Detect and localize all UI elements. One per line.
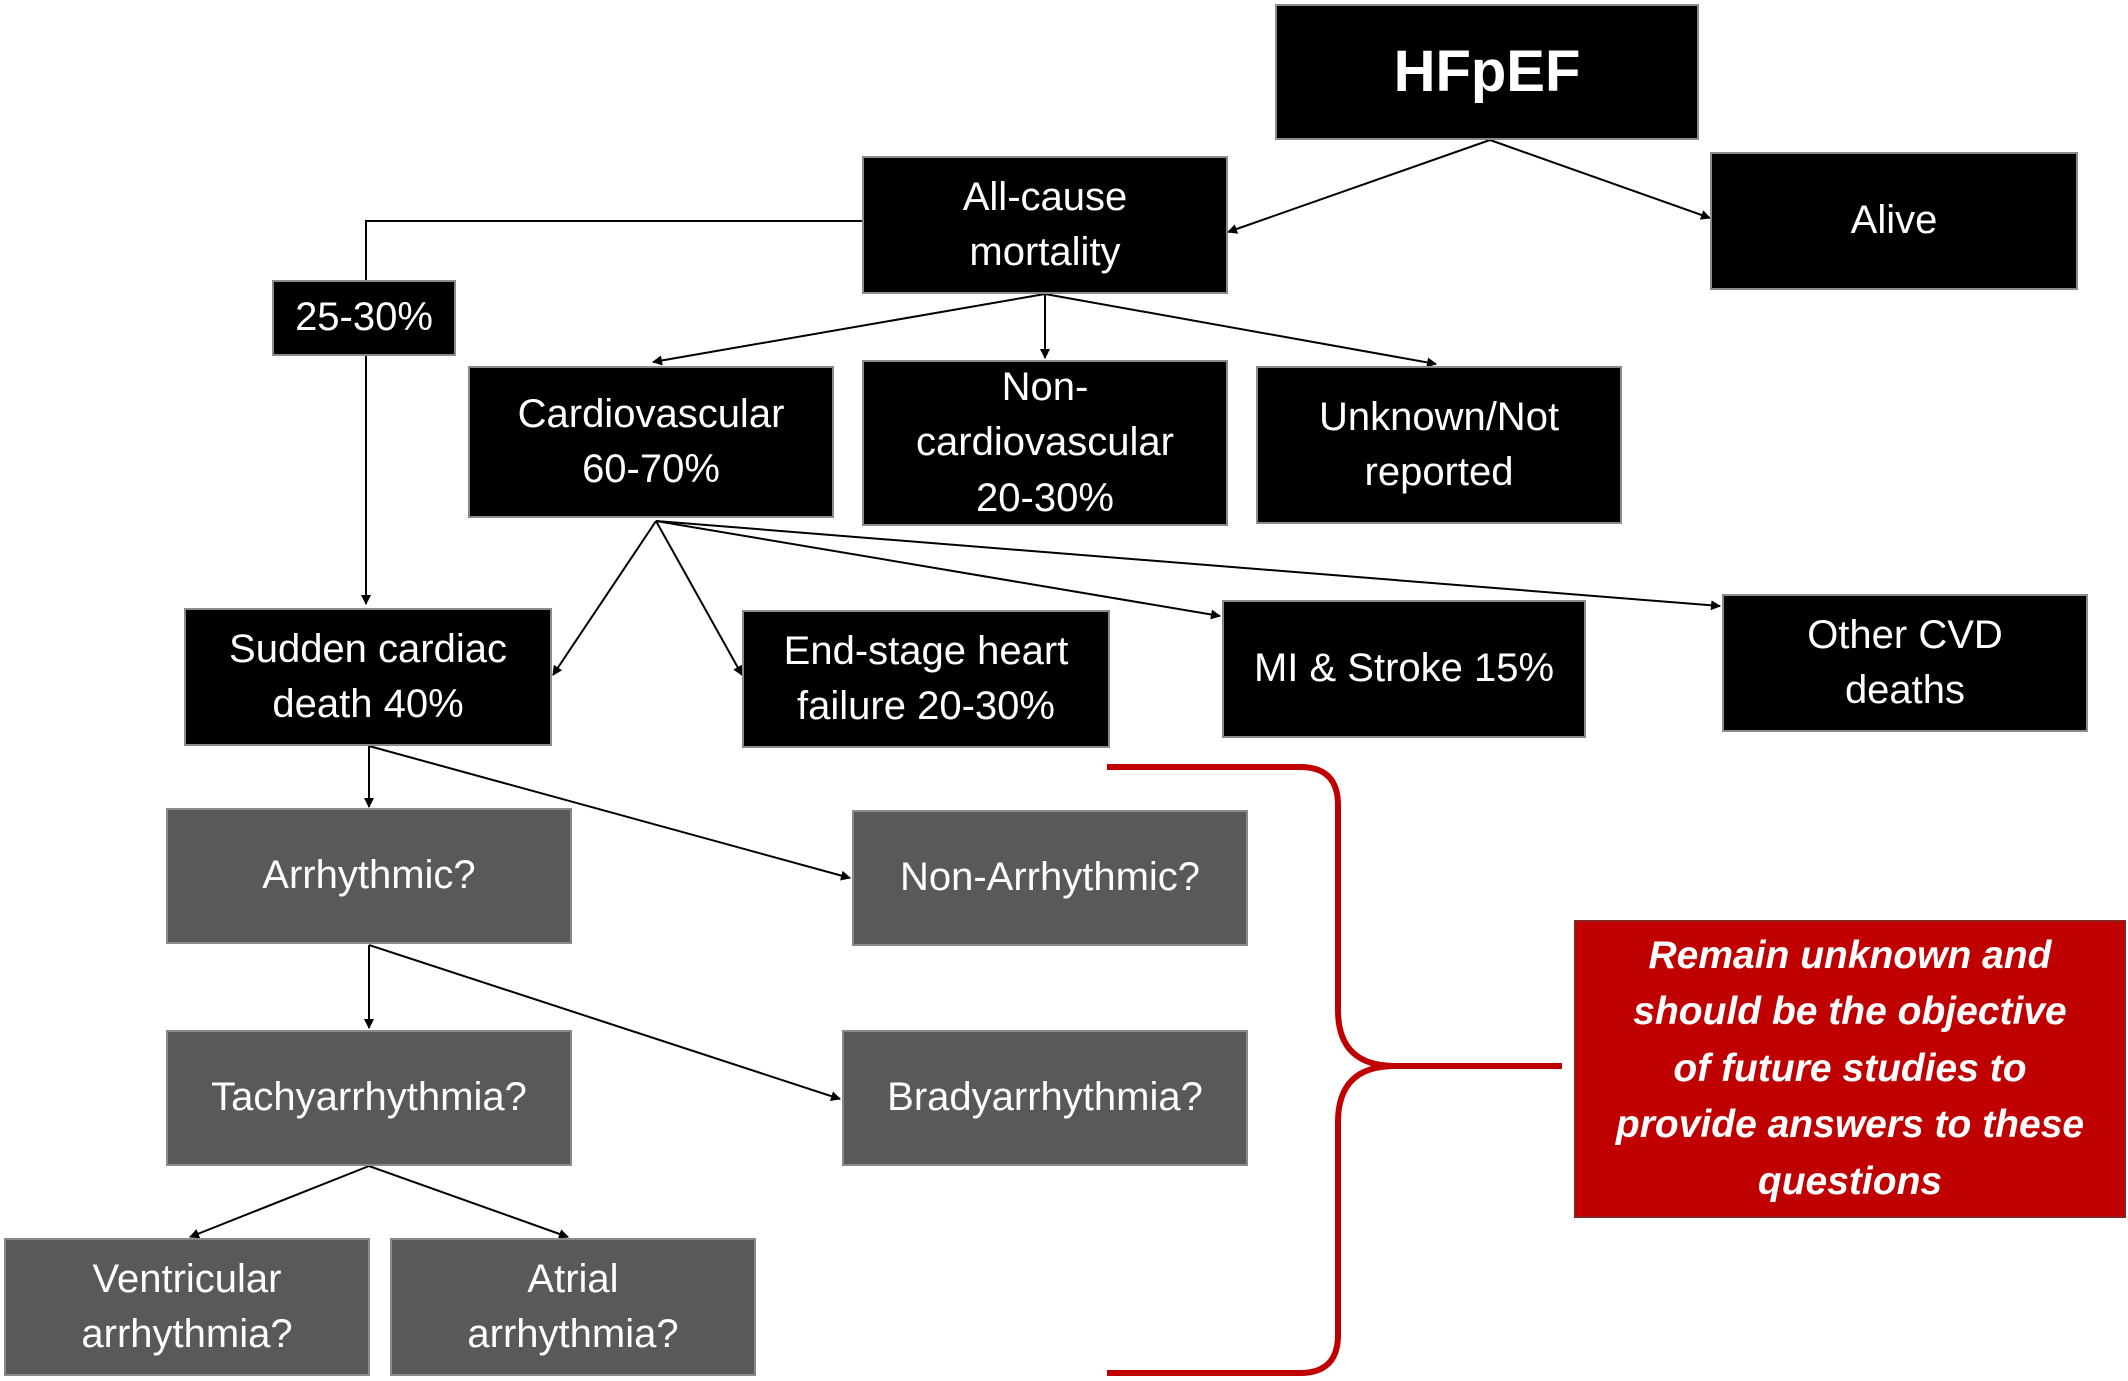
arrow-all-cause-to-cardiovascular [652,293,1046,366]
arrow-tachy-to-ventricular [189,1165,370,1239]
all-cause-mortality-label: All-cause mortality [962,174,1128,274]
pct-25-30-label-box: 25-30% [272,280,456,356]
non-arrhythmic-label: Non-Arrhythmic? [899,855,1201,900]
arrow-sudden-cardiac-to-non-arrhythmic [368,745,851,881]
sudden-cardiac-death-node: Sudden cardiac death 40% [184,608,552,746]
ventricular-arrhythmia-label: Ventricular arrhythmia? [81,1256,293,1356]
arrhythmic-node: Arrhythmic? [166,808,572,944]
arrow-all-cause-to-unknown [1044,293,1437,368]
alive-node: Alive [1710,152,2078,290]
arrow-tachy-to-atrial [368,1165,569,1239]
arrow-cardiovascular-to-sudden-cardiac [552,520,657,676]
arrow-arrhythmic-to-brady [368,944,841,1101]
non-cardiovascular-node: Non- cardiovascular 20-30% [862,360,1228,526]
pct-25-30-label: 25-30% [295,295,433,340]
arrow-hfpef-to-all-cause [1227,139,1491,234]
unknown-not-reported-node: Unknown/Not reported [1256,366,1622,524]
alive-label: Alive [1850,198,1938,243]
arrow-all-cause-to-sudden-cardiac [361,220,862,605]
end-stage-heart-failure-label: End-stage heart failure 20-30% [783,628,1069,728]
arrow-cardiovascular-to-other-cvd [655,520,1721,611]
arrhythmic-label: Arrhythmic? [262,853,476,898]
non-cardiovascular-label: Non- cardiovascular 20-30% [916,365,1174,520]
cardiovascular-node: Cardiovascular 60-70% [468,366,834,518]
end-stage-heart-failure-node: End-stage heart failure 20-30% [742,610,1110,748]
atrial-arrhythmia-node: Atrial arrhythmia? [390,1238,756,1376]
arrow-hfpef-to-alive [1489,139,1711,220]
bradyarrhythmia-node: Bradyarrhythmia? [842,1030,1248,1166]
atrial-arrhythmia-label: Atrial arrhythmia? [467,1256,679,1356]
bradyarrhythmia-label: Bradyarrhythmia? [887,1075,1203,1120]
unknown-not-reported-label: Unknown/Not reported [1318,394,1560,494]
tachyarrhythmia-label: Tachyarrhythmia? [211,1075,527,1120]
hfpef-label: HFpEF [1393,38,1581,104]
sudden-cardiac-death-label: Sudden cardiac death 40% [229,626,507,726]
unknown-note-text: Remain unknown and should be the objecti… [1615,933,2085,1203]
arrow-cardiovascular-to-end-stage [655,520,743,676]
ventricular-arrhythmia-node: Ventricular arrhythmia? [4,1238,370,1376]
arrow-cardiovascular-to-mi-stroke [655,520,1221,620]
mi-stroke-label: MI & Stroke 15% [1253,646,1555,691]
curly-brace [1107,764,1562,1376]
all-cause-mortality-node: All-cause mortality [862,156,1228,294]
non-arrhythmic-node: Non-Arrhythmic? [852,810,1248,946]
mi-stroke-node: MI & Stroke 15% [1222,600,1586,738]
unknown-note-box: Remain unknown and should be the objecti… [1574,920,2126,1218]
other-cvd-deaths-label: Other CVD deaths [1807,612,2003,712]
hfpef-node: HFpEF [1275,4,1699,140]
tachyarrhythmia-node: Tachyarrhythmia? [166,1030,572,1166]
cardiovascular-label: Cardiovascular 60-70% [517,391,785,491]
other-cvd-deaths-node: Other CVD deaths [1722,594,2088,732]
